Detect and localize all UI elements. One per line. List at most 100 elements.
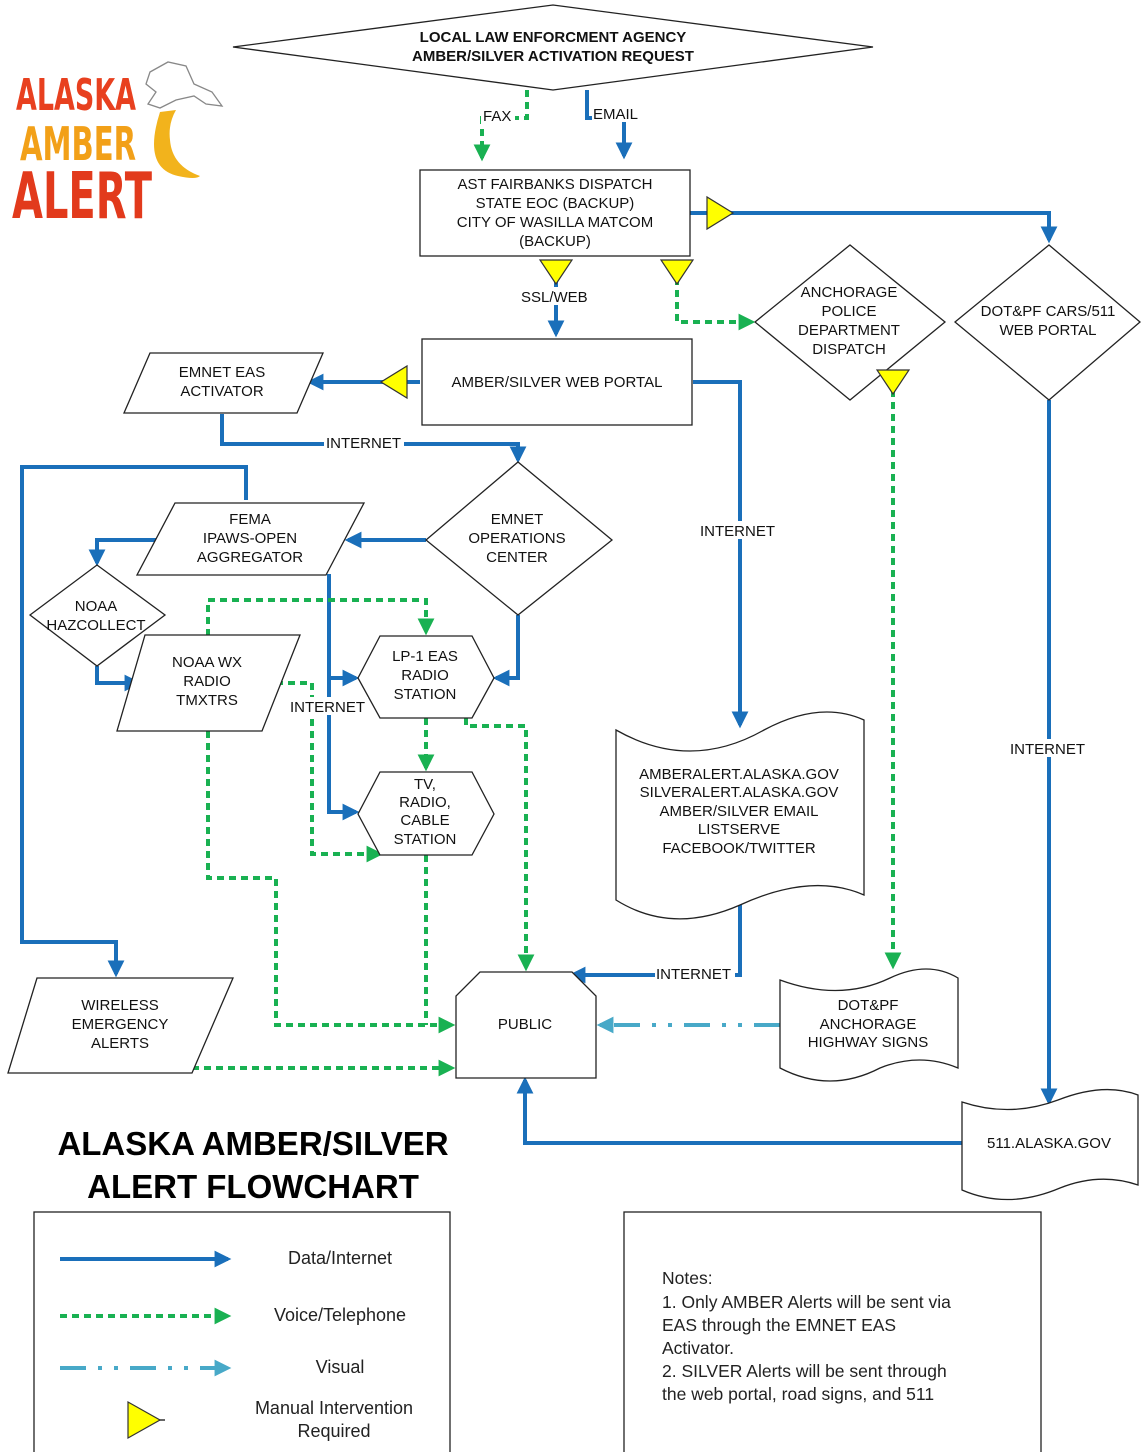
manual-markers — [379, 195, 911, 400]
node-dot-signs: DOT&PF ANCHORAGE HIGHWAY SIGNS — [779, 968, 959, 1082]
alaska-map-icon — [145, 61, 224, 109]
edge-hazcollect-to-noaa-wx — [95, 666, 142, 692]
node-wireless-line-2: EMERGENCY — [72, 1016, 169, 1033]
node-amberalert-sites-line-5: FACEBOOK/TWITTER — [662, 840, 816, 857]
notes-line-5: 2. SILVER Alerts will be sent through — [662, 1361, 947, 1381]
alaska-amber-alert-logo: ALASKA AMBER ALERT — [12, 61, 224, 234]
node-noaa-hazcollect: NOAA HAZCOLLECT — [28, 564, 167, 667]
node-emnet-ops-line-2: OPERATIONS — [468, 530, 565, 547]
logo-line-3: ALERT — [12, 160, 152, 234]
edge-label-internet-emnet: INTERNET — [326, 435, 401, 452]
page-title: ALASKA AMBER/SILVER ALERT FLOWCHART — [57, 1125, 448, 1205]
node-noaa-wx-line-2: RADIO — [183, 673, 231, 690]
manual-intervention-icon — [379, 364, 408, 400]
moon-icon — [154, 110, 200, 178]
node-noaa-wx-line-3: TMXTRS — [176, 692, 238, 709]
node-511: 511.ALASKA.GOV — [961, 1088, 1139, 1201]
node-amberalert-sites: AMBERALERT.ALASKA.GOV SILVERALERT.ALASKA… — [615, 711, 865, 920]
legend-voice-label: Voice/Telephone — [274, 1305, 406, 1325]
node-public: PUBLIC — [455, 971, 597, 1079]
notes-line-6: the web portal, road signs, and 511 — [662, 1384, 934, 1404]
node-dispatch-line-1: AST FAIRBANKS DISPATCH — [457, 176, 652, 193]
node-lp1-line-3: STATION — [394, 686, 457, 703]
node-amberalert-sites-line-3: AMBER/SILVER EMAIL — [660, 803, 819, 820]
node-amberalert-sites-line-4: LISTSERVE — [698, 821, 780, 838]
node-dot-cars-line-1: DOT&PF CARS/511 — [981, 303, 1116, 320]
legend: Data/Internet Voice/Telephone Visual Man… — [33, 1211, 451, 1452]
manual-intervention-icon — [875, 369, 911, 396]
node-dot-cars-line-2: WEB PORTAL — [1000, 322, 1097, 339]
edge-label-fax: FAX — [483, 108, 511, 125]
node-dot-signs-line-3: HIGHWAY SIGNS — [808, 1034, 929, 1051]
node-request-line-2: AMBER/SILVER ACTIVATION REQUEST — [412, 48, 694, 65]
node-tv: TV, RADIO, CABLE STATION — [357, 771, 495, 856]
edge-fema-to-lp1 — [327, 574, 360, 687]
edge-amberalert-sites-to-public — [568, 895, 742, 984]
edge-noaa-wx-to-public — [206, 731, 456, 1034]
node-public-line-1: PUBLIC — [498, 1016, 552, 1033]
node-emnet-ops-line-1: EMNET — [491, 511, 544, 528]
node-amberalert-sites-line-2: SILVERALERT.ALASKA.GOV — [640, 784, 839, 801]
legend-data-label: Data/Internet — [288, 1248, 392, 1268]
edge-fema-to-tv — [327, 678, 360, 821]
node-tv-line-4: STATION — [394, 831, 457, 848]
edge-dispatch-to-anchorage-police — [675, 278, 756, 331]
edge-label-email: EMAIL — [593, 106, 638, 123]
manual-intervention-icon — [538, 259, 574, 286]
node-lp1-line-2: RADIO — [401, 667, 449, 684]
node-tv-line-3: CABLE — [400, 812, 449, 829]
node-anchorage-police-line-3: DEPARTMENT — [798, 322, 900, 339]
node-emnet-ops: EMNET OPERATIONS CENTER — [424, 461, 614, 616]
node-anchorage-police-line-2: POLICE — [821, 303, 876, 320]
node-dispatch-line-3: CITY OF WASILLA MATCOM — [457, 214, 653, 231]
node-dispatch-line-2: STATE EOC (BACKUP) — [476, 195, 635, 212]
node-wireless-line-3: ALERTS — [91, 1035, 149, 1052]
notes-line-4: Activator. — [662, 1338, 734, 1358]
title-line-2: ALERT FLOWCHART — [87, 1168, 419, 1205]
logo-line-1: ALASKA — [16, 70, 136, 121]
edge-fema-to-hazcollect — [88, 538, 156, 567]
edge-lp1-to-public — [464, 718, 535, 972]
node-noaa-hazcollect-line-2: HAZCOLLECT — [46, 617, 145, 634]
node-web-portal: AMBER/SILVER WEB PORTAL — [421, 338, 693, 426]
node-fema: FEMA IPAWS-OPEN AGGREGATOR — [135, 502, 366, 576]
manual-intervention-icon — [127, 1400, 162, 1440]
node-amberalert-sites-line-1: AMBERALERT.ALASKA.GOV — [639, 766, 839, 783]
node-lp1-line-1: LP-1 EAS — [392, 648, 458, 665]
node-dot-cars: DOT&PF CARS/511 WEB PORTAL — [953, 244, 1141, 401]
node-anchorage-police-line-4: DISPATCH — [812, 341, 886, 358]
node-dispatch: AST FAIRBANKS DISPATCH STATE EOC (BACKUP… — [419, 169, 691, 257]
edge-request-to-dispatch-email — [585, 90, 633, 160]
notes-line-3: EAS through the EMNET EAS — [662, 1315, 896, 1335]
node-emnet-ops-line-3: CENTER — [486, 549, 548, 566]
node-dot-signs-line-2: ANCHORAGE — [820, 1016, 917, 1033]
logo-line-2: AMBER — [20, 117, 136, 171]
node-emnet-activator: EMNET EAS ACTIVATOR — [123, 352, 324, 414]
node-request-line-1: LOCAL LAW ENFORCMENT AGENCY — [420, 29, 687, 46]
edge-emnet-ops-to-lp1 — [492, 615, 520, 687]
edge-noaa-wx-to-lp1 — [206, 598, 435, 636]
edge-noaa-wx-to-tv — [276, 681, 384, 863]
edge-label-internet-511: INTERNET — [1010, 741, 1085, 758]
node-wireless: WIRELESS EMERGENCY ALERTS — [7, 977, 234, 1074]
node-noaa-wx-line-1: NOAA WX — [172, 654, 242, 671]
edge-label-internet-fema: INTERNET — [290, 699, 365, 716]
edge-dispatch-to-dot-cars — [690, 211, 1058, 244]
title-line-1: ALASKA AMBER/SILVER — [57, 1125, 448, 1162]
node-anchorage-police: ANCHORAGE POLICE DEPARTMENT DISPATCH — [753, 244, 947, 401]
legend-manual-label-2: Required — [297, 1421, 370, 1441]
notes-box: Notes: 1. Only AMBER Alerts will be sent… — [623, 1211, 1042, 1452]
edge-fema-to-wireless — [20, 465, 248, 978]
notes-line-2: 1. Only AMBER Alerts will be sent via — [662, 1292, 951, 1312]
node-tv-line-2: RADIO, — [399, 794, 451, 811]
edge-label-internet-portal: INTERNET — [700, 523, 775, 540]
node-tv-line-1: TV, — [414, 776, 436, 793]
edge-511-to-public — [516, 1076, 962, 1145]
voice-connectors — [192, 90, 902, 1077]
node-dispatch-line-4: (BACKUP) — [519, 233, 591, 250]
edge-web-portal-to-amberalert-sites — [693, 380, 749, 729]
manual-intervention-icon — [659, 259, 695, 286]
node-request: LOCAL LAW ENFORCMENT AGENCY AMBER/SILVER… — [232, 4, 874, 91]
node-noaa-wx: NOAA WX RADIO TMXTRS — [116, 634, 301, 732]
